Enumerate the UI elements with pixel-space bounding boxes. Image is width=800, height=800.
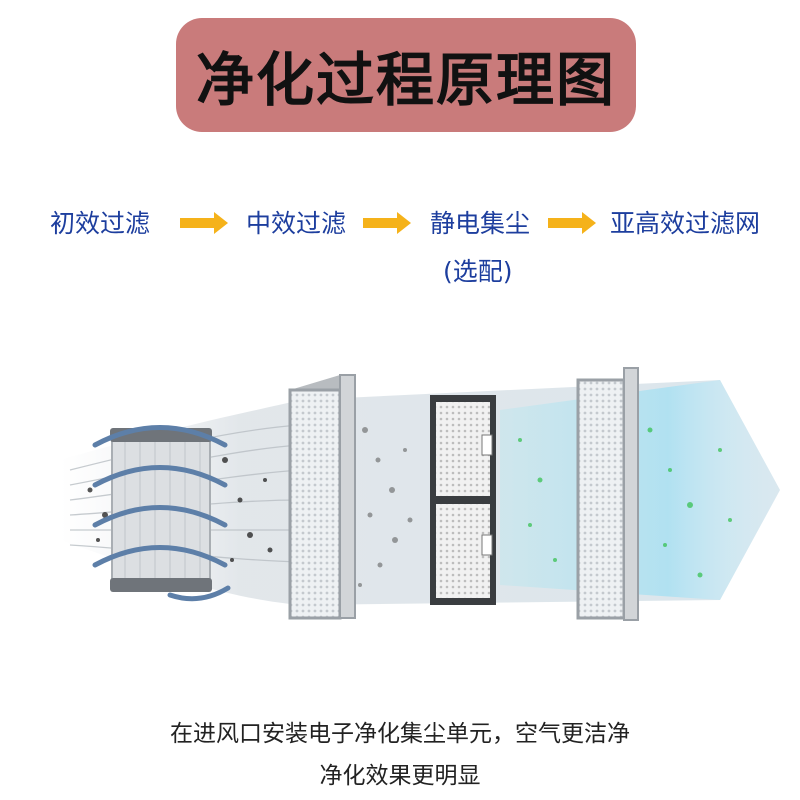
caption-line-2: 净化效果更明显 [319,763,481,789]
step-sub-hepa: 亚高效过滤网 [610,209,761,238]
purification-illustration [60,367,780,621]
sub-hepa-filter-panel [576,367,639,621]
arrow-right-icon [180,212,228,234]
electrostatic-collector [430,395,496,605]
step-electrostatic-optional: (选配) [443,257,513,286]
arrow-right-icon [548,212,596,234]
step-medium-filter: 中效过滤 [246,209,347,238]
title-banner: 净化过程原理图 [176,18,636,132]
medium-filter-panel [288,374,356,620]
primary-cylinder-filter [92,425,231,602]
diagram-title: 净化过程原理图 [195,46,616,114]
step-primary-filter: 初效过滤 [50,209,151,238]
step-electrostatic: 静电集尘 [430,209,531,238]
caption-line-1: 在进风口安装电子净化集尘单元，空气更洁净 [170,721,630,747]
arrow-right-icon [363,212,411,234]
clean-airflow [500,380,780,600]
